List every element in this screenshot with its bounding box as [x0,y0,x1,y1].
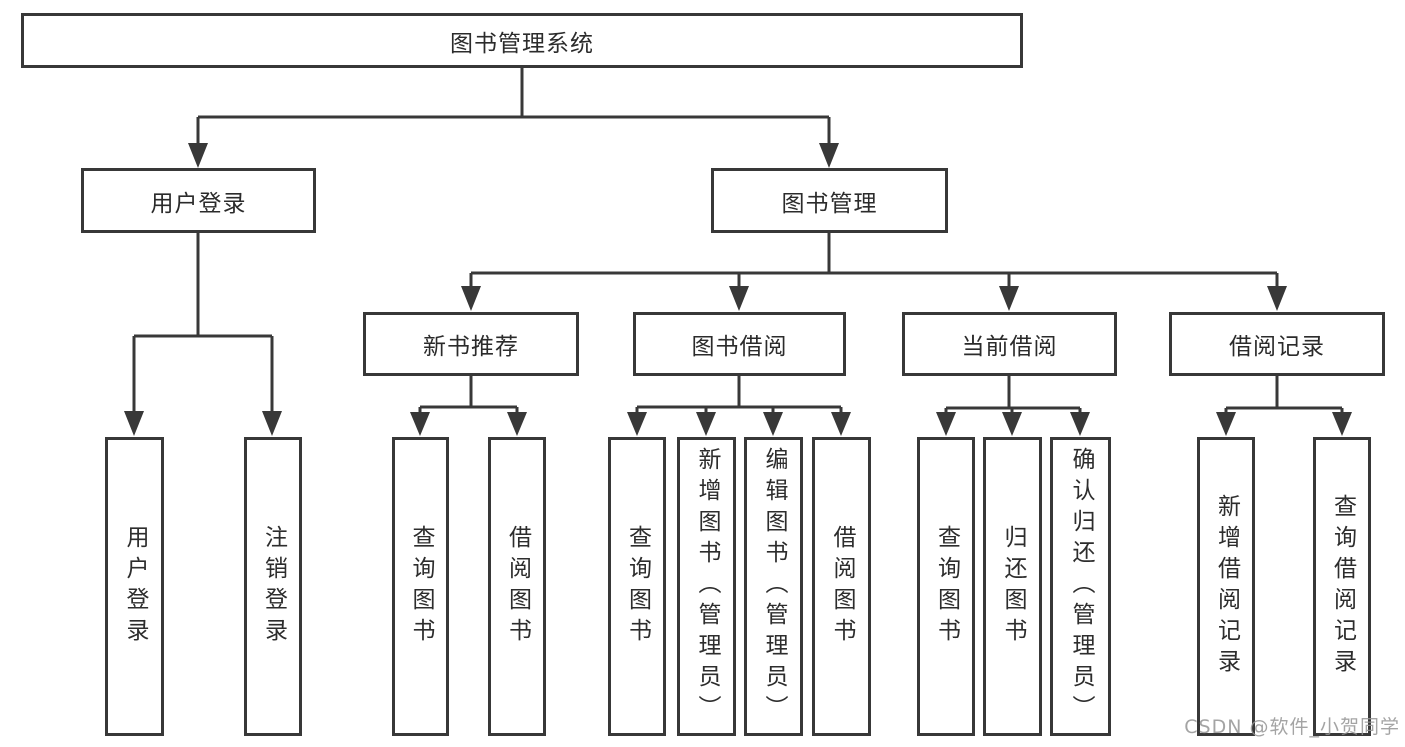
leaf-add-book-admin-label: 新增图书（管理员） [694,447,720,726]
leaf-query-book-current-label: 查询图书 [933,524,960,649]
leaf-add-book-admin: 新增图书（管理员） [677,437,736,736]
leaf-borrow-book-recommend-label: 借阅图书 [504,524,531,649]
leaf-return-book: 归还图书 [983,437,1042,736]
leaf-query-borrow-record-label: 查询借阅记录 [1329,493,1356,680]
node-current-borrow: 当前借阅 [902,312,1117,376]
leaf-query-book-borrow-label: 查询图书 [624,524,651,649]
node-new-book-recommend: 新书推荐 [363,312,579,376]
csdn-watermark: CSDN @软件_小贺同学 [1184,716,1400,738]
leaf-edit-book-admin-label: 编辑图书（管理员） [761,447,787,726]
node-root-label: 图书管理系统 [450,30,594,57]
node-book-management: 图书管理 [711,168,948,233]
node-book-management-label: 图书管理 [781,190,878,217]
leaf-query-book-borrow: 查询图书 [608,437,666,736]
leaf-edit-book-admin: 编辑图书（管理员） [744,437,803,736]
node-book-borrow-label: 图书借阅 [691,334,788,360]
leaf-confirm-return-admin: 确认归还（管理员） [1050,437,1111,736]
leaf-logout-label: 注销登录 [260,524,287,649]
leaf-query-book-current: 查询图书 [917,437,975,736]
leaf-borrow-book-label: 借阅图书 [829,524,855,649]
node-new-book-recommend-label: 新书推荐 [423,334,519,360]
leaf-query-borrow-record: 查询借阅记录 [1313,437,1371,736]
leaf-borrow-book: 借阅图书 [812,437,871,736]
leaf-add-borrow-record: 新增借阅记录 [1197,437,1255,736]
leaf-user-login: 用户登录 [105,437,164,736]
leaf-user-login-label: 用户登录 [122,524,148,649]
leaf-query-book-recommend-label: 查询图书 [408,524,434,649]
leaf-borrow-book-recommend: 借阅图书 [488,437,546,736]
leaf-confirm-return-admin-label: 确认归还（管理员） [1068,447,1094,726]
node-borrow-record: 借阅记录 [1169,312,1385,376]
leaf-query-book-recommend: 查询图书 [392,437,449,736]
leaf-logout: 注销登录 [244,437,302,736]
node-root-library-management-system: 图书管理系统 [21,13,1023,68]
node-book-borrow: 图书借阅 [633,312,846,376]
node-user-login: 用户登录 [81,168,316,233]
arrowheads [124,143,1352,436]
node-user-login-label: 用户登录 [150,190,247,217]
leaf-add-borrow-record-label: 新增借阅记录 [1213,493,1240,680]
leaf-return-book-label: 归还图书 [1000,524,1026,649]
node-current-borrow-label: 当前借阅 [961,334,1058,360]
node-borrow-record-label: 借阅记录 [1229,334,1325,360]
